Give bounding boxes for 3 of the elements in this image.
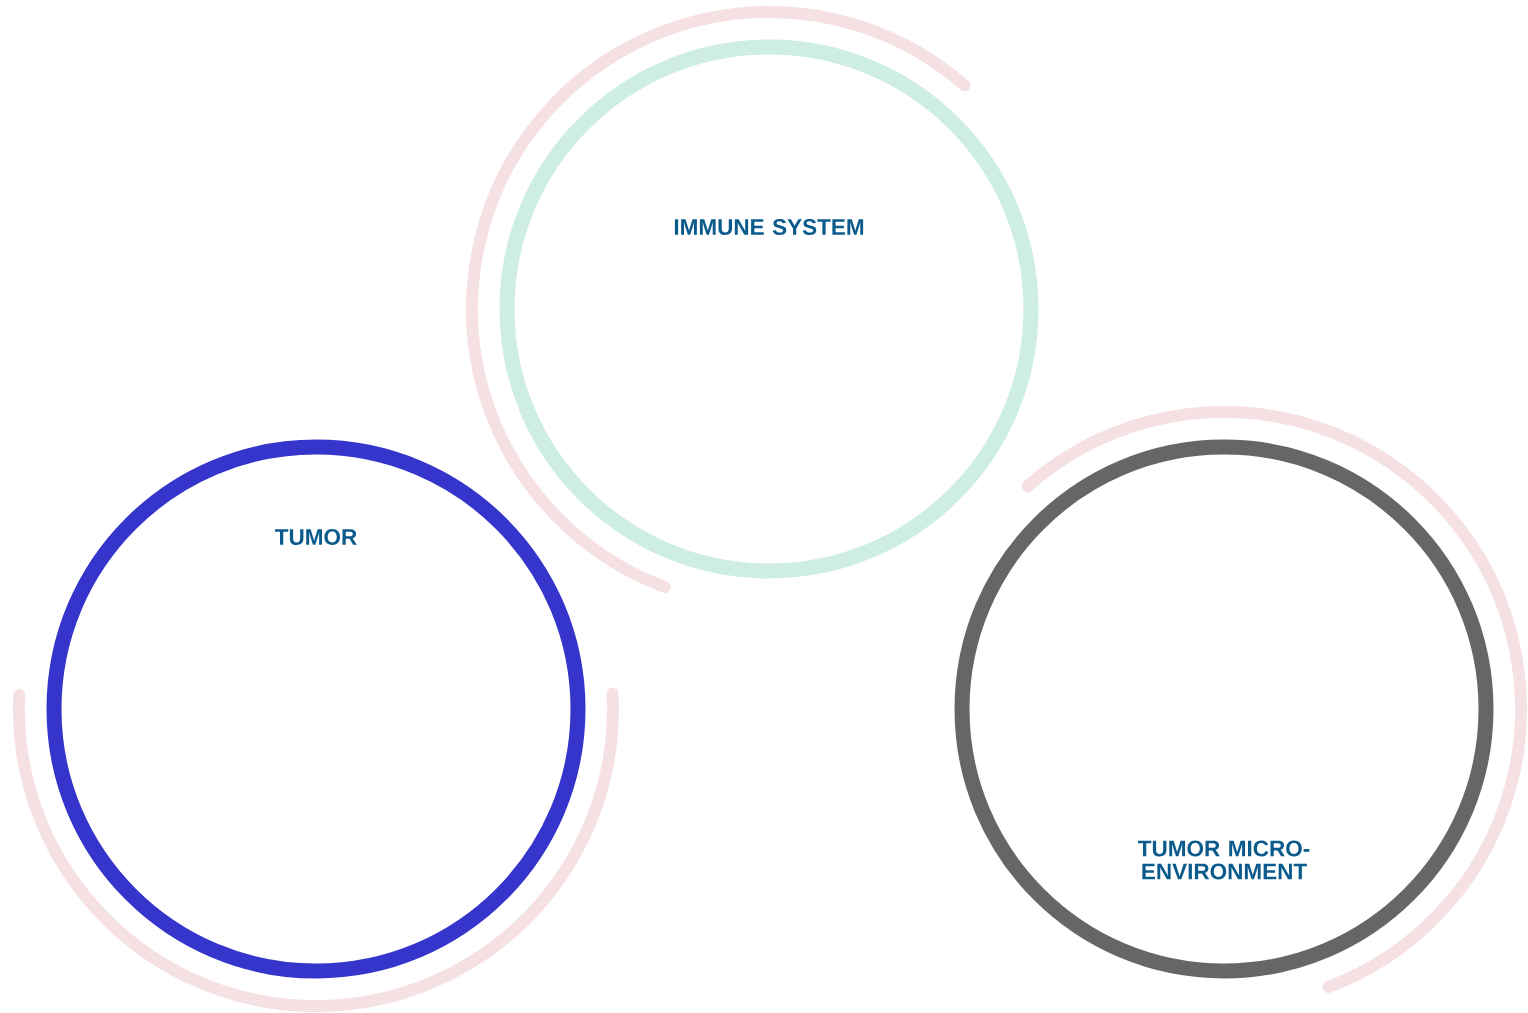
ring-title: TUMOR MICRO- ENVIRONMENT bbox=[1138, 840, 1310, 880]
ring-title: IMMUNE SYSTEM bbox=[674, 219, 864, 235]
ring-title: TUMOR bbox=[275, 529, 357, 545]
